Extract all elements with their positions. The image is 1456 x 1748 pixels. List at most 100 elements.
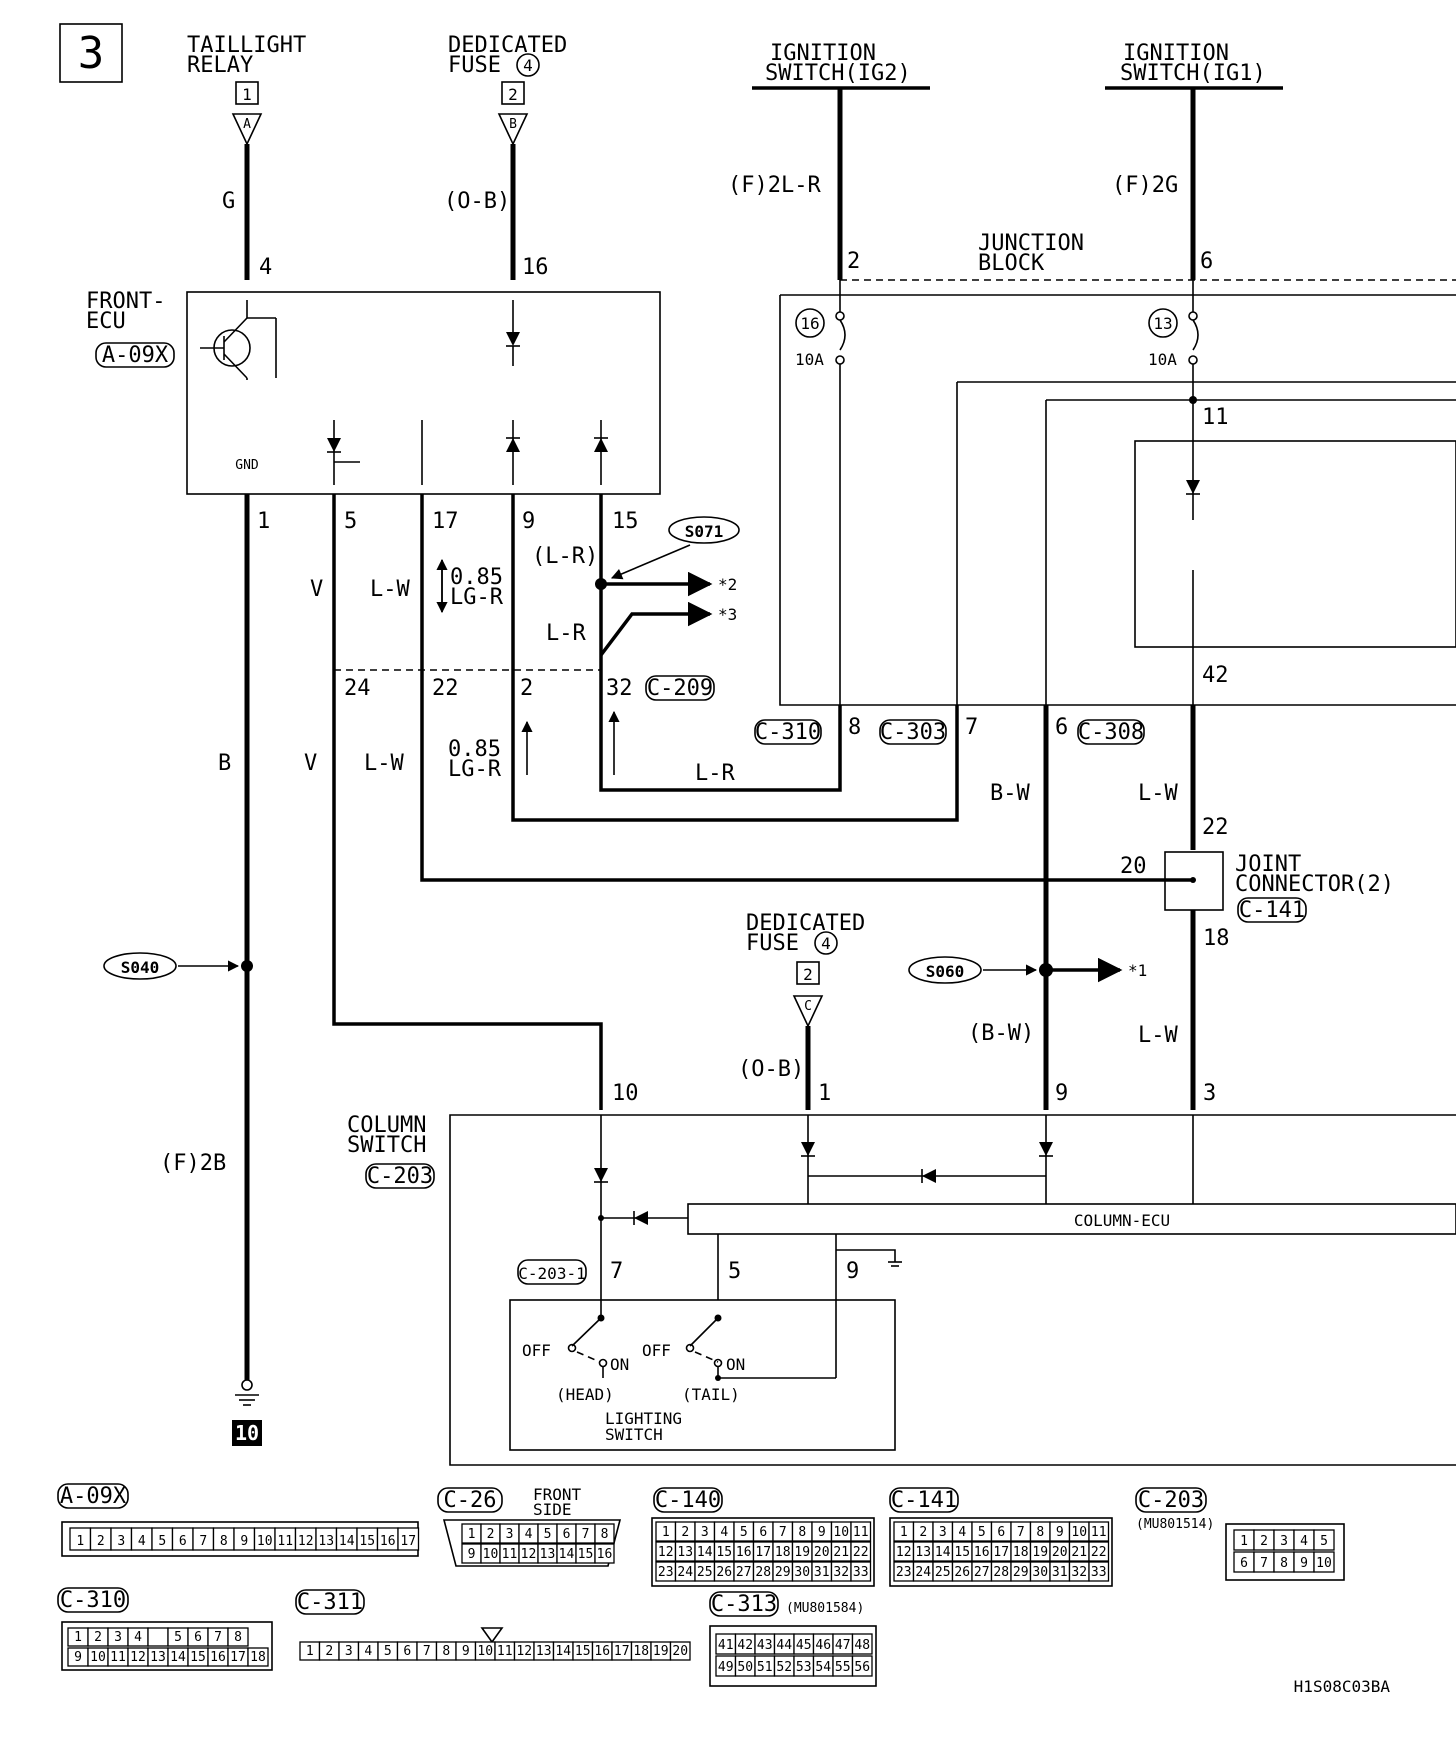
- connector-pin-c26: 14: [559, 1547, 575, 1562]
- lighting-switch-label: LIGHTING: [605, 1409, 682, 1428]
- ref-1: *1: [1128, 961, 1147, 980]
- connector-pin-a09x: 14: [339, 1534, 355, 1549]
- connector-pin-c140: 7: [779, 1525, 787, 1540]
- connector-pin-c310: 13: [150, 1650, 166, 1665]
- joint-connector-label-2: CONNECTOR(2): [1235, 872, 1394, 897]
- pin-24: 24: [344, 676, 371, 701]
- connector-pin-c313: 43: [757, 1638, 773, 1653]
- connector-pin-c140: 16: [736, 1545, 752, 1560]
- pin-9-col: 9: [1055, 1081, 1068, 1106]
- connector-pin-c141: 16: [974, 1545, 990, 1560]
- junction-block: JUNCTION BLOCK 16 10A 13 10A 11 42: [779, 231, 1456, 706]
- connector-pin-c311: 9: [462, 1644, 470, 1659]
- head-off-label: OFF: [522, 1341, 551, 1360]
- connector-pin-c140: 11: [853, 1525, 869, 1540]
- connector-pin-c313: 54: [815, 1660, 831, 1675]
- wire-lr-label-2: L-R: [695, 761, 735, 786]
- connector-pin-c311: 20: [672, 1644, 688, 1659]
- connector-pin-c311: 12: [516, 1644, 532, 1659]
- connector-pin-c203: 10: [1316, 1556, 1332, 1571]
- connector-pin-c141: 31: [1052, 1565, 1068, 1580]
- jb-fuse-16-number: 16: [800, 314, 819, 333]
- connector-pin-c140: 33: [853, 1565, 869, 1580]
- connector-pin-c311: 15: [575, 1644, 591, 1659]
- connector-pin-c26: 8: [601, 1527, 609, 1542]
- connector-c310-ref: C-310: [755, 720, 821, 745]
- connector-pin-a09x: 11: [277, 1534, 293, 1549]
- connector-pin-c313: 50: [737, 1660, 753, 1675]
- pin-22: 22: [432, 676, 459, 701]
- jb-fuse-13-number: 13: [1153, 314, 1172, 333]
- c313-body: [709, 1625, 877, 1687]
- wire-bw-paren-label: (B-W): [968, 1021, 1034, 1046]
- splice-s060: S060: [926, 962, 965, 981]
- tail-label: (TAIL): [682, 1385, 740, 1404]
- connector-pin-c141: 17: [993, 1545, 1009, 1560]
- connector-pin-c310: 9: [74, 1650, 82, 1665]
- wire-lw-right-label: L-W: [1138, 781, 1178, 806]
- pin-20: 20: [1120, 854, 1147, 879]
- dedicated-fuse-bottom: DEDICATED FUSE 4 2 C: [746, 911, 865, 1028]
- connector-pin-c140: 26: [716, 1565, 732, 1580]
- c310-body: [61, 1621, 273, 1671]
- connector-pin-c313: 55: [835, 1660, 851, 1675]
- column-switch-sub-connector: C-203-1: [518, 1264, 585, 1283]
- column-switch-label-2: SWITCH: [347, 1133, 426, 1158]
- connector-title-frame: [437, 1487, 503, 1513]
- connector-cell: [850, 1521, 872, 1542]
- taillight-relay-connector-letter: A: [243, 117, 251, 132]
- connector-pin-c141: 32: [1071, 1565, 1087, 1580]
- connector-pin-c310: 18: [250, 1650, 266, 1665]
- dedicated-fuse-top: DEDICATED FUSE 4 2 B: [448, 33, 567, 146]
- wire-lw: [420, 494, 1193, 882]
- wire-lw-label-2: L-W: [364, 751, 404, 776]
- connector-pin-c141: 6: [997, 1525, 1005, 1540]
- connector-pin-c140: 12: [658, 1545, 674, 1560]
- pin-5-ecu: 5: [344, 509, 357, 534]
- c203-body: [1225, 1523, 1345, 1581]
- connector-pin-c141: 4: [958, 1525, 966, 1540]
- connector-pin-a09x: 1: [76, 1534, 84, 1549]
- connector-cell: [1313, 1551, 1335, 1573]
- front-ecu-label-2: ECU: [86, 309, 126, 334]
- connector-pin-c26: 12: [521, 1547, 537, 1562]
- connector-pin-c140: 29: [775, 1565, 791, 1580]
- connector-pin-c311: 1: [306, 1644, 314, 1659]
- connector-pin-c141: 14: [935, 1545, 951, 1560]
- connector-pin-c203: 6: [1240, 1556, 1248, 1571]
- connector-c209: C-209: [647, 676, 713, 701]
- wire-lw-label: L-W: [370, 577, 410, 602]
- connector-pin-c311: 14: [555, 1644, 571, 1659]
- connector-pin-c310: 1: [74, 1630, 82, 1645]
- connector-pin-c141: 20: [1052, 1545, 1068, 1560]
- connector-pin-c311: 18: [633, 1644, 649, 1659]
- joint-connector-label: JOINT: [1235, 852, 1301, 877]
- c313-part-no: (MU801584): [786, 1601, 864, 1616]
- connector-cell: [1313, 1529, 1335, 1551]
- connector-pin-c140: 9: [818, 1525, 826, 1540]
- column-switch: COLUMN SWITCH C-203 10 1 9 3 COLUMN-ECU: [347, 1081, 1456, 1466]
- connector-cell: [1088, 1541, 1110, 1562]
- connector-title-a09x: A-09X: [60, 1484, 127, 1509]
- connector-pin-a09x: 3: [117, 1534, 125, 1549]
- connector-pin-c140: 25: [697, 1565, 713, 1580]
- connector-pin-c26: 9: [468, 1547, 476, 1562]
- connector-title-c203: C-203: [1138, 1488, 1204, 1513]
- c140-body: [651, 1517, 875, 1587]
- connector-pin-c140: 27: [736, 1565, 752, 1580]
- dedicated-fuse-top-connector-no: 2: [508, 85, 518, 104]
- connector-pin-c311: 7: [423, 1644, 431, 1659]
- connector-pin-c310: 2: [94, 1630, 102, 1645]
- section-number-box: 3: [59, 23, 123, 83]
- pin-2-c209: 2: [520, 676, 533, 701]
- connector-pin-c26: 1: [468, 1527, 476, 1542]
- dedicated-fuse-bottom-label-2: FUSE: [746, 931, 799, 956]
- connector-pin-c203: 2: [1260, 1534, 1268, 1549]
- wire-lgr-size: 0.85: [450, 565, 503, 590]
- wire-bw-label: B-W: [990, 781, 1030, 806]
- connector-title-frame: [889, 1487, 959, 1513]
- dedicated-fuse-top-label: DEDICATED: [448, 33, 567, 58]
- tail-off-label: OFF: [642, 1341, 671, 1360]
- connector-pin-c141: 27: [974, 1565, 990, 1580]
- connector-pin-c203: 1: [1240, 1534, 1248, 1549]
